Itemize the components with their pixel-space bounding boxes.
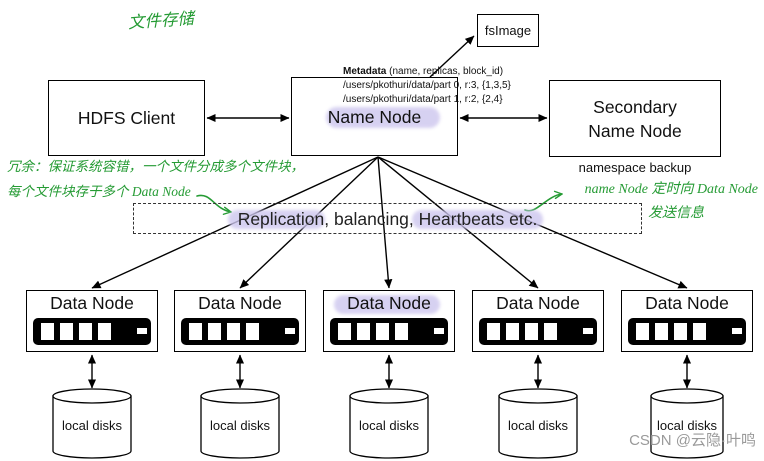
data-node-box: Data Node <box>174 290 306 352</box>
highlight-mark <box>412 210 543 229</box>
disk-slot <box>506 323 519 340</box>
local-disk-cylinder-icon <box>200 388 280 459</box>
status-light <box>137 328 147 334</box>
disk-slot <box>674 323 687 340</box>
data-node-box: Data Node <box>26 290 158 352</box>
disk-slot <box>487 323 500 340</box>
disk-array-icon <box>33 318 151 345</box>
secondary-name-node-box: Secondary Name Node <box>549 80 721 157</box>
metadata-heading-line: Metadata (name, replicas, block_id) <box>343 65 511 79</box>
highlight-mark <box>228 210 325 229</box>
data-node-box: Data Node <box>621 290 753 352</box>
data-node-label: Data Node <box>645 293 729 313</box>
local-disks-label: local disks <box>210 418 270 433</box>
metadata-fields: (name, replicas, block_id) <box>389 66 504 77</box>
disk-slot <box>376 323 389 340</box>
disk-slot <box>655 323 668 340</box>
status-light <box>434 328 444 334</box>
handwritten-note-left: 每个文件块存于多个 Data Node <box>7 184 191 199</box>
local-disk-cylinder-icon <box>349 388 429 459</box>
disk-array-icon <box>628 318 746 345</box>
secondary-name-node-label-line: Name Node <box>588 120 682 141</box>
local-disk-cylinder-icon <box>498 388 578 459</box>
fsimage-label: fsImage <box>484 22 532 38</box>
name-node-label: Name Node <box>327 106 422 127</box>
handwritten-note-right: 发送信息 <box>648 206 704 221</box>
status-light <box>732 328 742 334</box>
disk-slot <box>338 323 351 340</box>
highlight-mark <box>334 295 440 314</box>
data-node-label: Data Node <box>50 293 134 313</box>
local-disks-label: local disks <box>359 418 419 433</box>
disk-slot <box>544 323 557 340</box>
local-disk-cylinder-icon <box>650 388 724 459</box>
services-label: Replication, balancing, Heartbeats etc. <box>237 208 538 229</box>
disk-slot <box>189 323 202 340</box>
local-disks-label: local disks <box>657 418 717 433</box>
disk-slot <box>693 323 706 340</box>
hdfs-client-label: HDFS Client <box>77 108 176 128</box>
disk-slot <box>357 323 370 340</box>
disk-slot <box>525 323 538 340</box>
disk-slot <box>60 323 73 340</box>
fsimage-box: fsImage <box>477 14 539 47</box>
arrow-namenode-fsimage <box>429 35 475 78</box>
local-disk-cylinder-icon <box>52 388 132 459</box>
metadata-entry: /users/pkothuri/data/part 0, r:3, {1,3,5… <box>343 80 511 91</box>
watermark: CSDN @云隐·叶鸣 <box>629 432 756 449</box>
status-light <box>285 328 295 334</box>
metadata-text: Metadata (name, replicas, block_id) /use… <box>343 65 511 107</box>
data-node-box: Data Node <box>472 290 604 352</box>
data-node-label: Data Node <box>347 293 431 313</box>
data-node-label: Data Node <box>198 293 282 313</box>
metadata-heading: Metadata <box>343 66 387 77</box>
status-light <box>583 328 593 334</box>
name-node-box: Name Node <box>291 77 458 156</box>
disk-slot <box>98 323 111 340</box>
handwritten-note-right: name Node 定时向 Data Node <box>584 182 758 197</box>
annotation-arrow-left <box>196 194 232 215</box>
disk-slot <box>395 323 408 340</box>
disk-slot <box>227 323 240 340</box>
data-node-label: Data Node <box>496 293 580 313</box>
data-node-box: Data Node <box>323 290 455 352</box>
disk-slot <box>246 323 259 340</box>
local-disks-label: local disks <box>508 418 568 433</box>
local-disks-label: local disks <box>62 418 122 433</box>
hdfs-client-box: HDFS Client <box>48 80 205 156</box>
disk-slot <box>41 323 54 340</box>
arrow-namenode-datanode-3 <box>377 156 393 289</box>
disk-slot <box>208 323 221 340</box>
disk-slot <box>79 323 92 340</box>
metadata-entry: /users/pkothuri/data/part 1, r:2, {2,4} <box>343 94 503 105</box>
disk-slot <box>636 323 649 340</box>
handwritten-note-left: 冗余：保证系统容错，一个文件分成多个文件块， <box>7 159 304 174</box>
disk-array-icon <box>181 318 299 345</box>
highlight-mark <box>326 107 440 128</box>
disk-array-icon <box>330 318 448 345</box>
secondary-name-node-label-line: Secondary <box>593 96 677 117</box>
services-dashed-box: Replication, balancing, Heartbeats etc. <box>133 203 642 234</box>
namespace-backup-caption: namespace backup <box>578 160 692 175</box>
disk-array-icon <box>479 318 597 345</box>
